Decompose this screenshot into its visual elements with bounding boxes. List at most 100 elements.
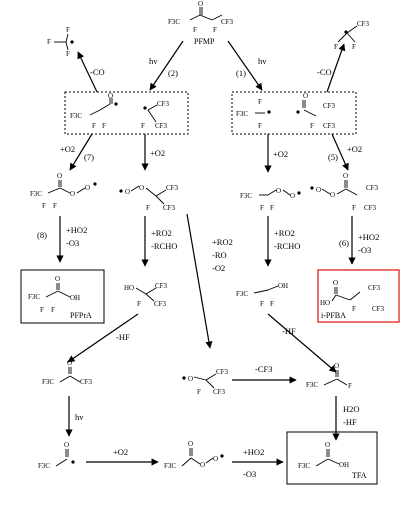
- hv-1-label: hv: [258, 56, 267, 66]
- svg-text:F: F: [334, 43, 338, 51]
- svg-text:CF3: CF3: [357, 20, 370, 28]
- svg-text:F: F: [260, 300, 264, 308]
- arrow-co-right: [326, 43, 346, 93]
- pfpra-molecule: O F3C OH F F PFPrA: [28, 275, 92, 320]
- cf3-radical-right: CF3 F F: [334, 20, 370, 51]
- peroxyacyl-right: O O O CF3 F CF3: [310, 172, 379, 212]
- tfa-molecule: O F3C OH TFA: [298, 441, 367, 480]
- r1-ro2: +RO2: [274, 228, 295, 238]
- svg-text:O: O: [200, 461, 205, 469]
- svg-text:F: F: [193, 26, 197, 34]
- arrow-1: [227, 40, 263, 91]
- svg-text:F: F: [310, 122, 314, 130]
- svg-text:F3C: F3C: [168, 18, 180, 26]
- svg-text:CF3: CF3: [166, 184, 179, 192]
- svg-text:O: O: [213, 455, 218, 463]
- mid2-o2: -O2: [212, 263, 225, 273]
- svg-text:CF3: CF3: [216, 368, 229, 376]
- arrow-hf-left: [67, 313, 139, 363]
- cf3-radical-left: F F F: [47, 26, 74, 58]
- svg-text:O: O: [198, 0, 203, 8]
- svg-text:CF3: CF3: [221, 18, 234, 26]
- pfpra-label: PFPrA: [70, 311, 92, 320]
- svg-text:O: O: [303, 92, 308, 100]
- pfba-molecule: O HO CF3 F CF3 i-PFBA: [320, 279, 385, 320]
- svg-text:F: F: [197, 388, 201, 396]
- svg-text:O: O: [57, 172, 62, 180]
- svg-text:O: O: [325, 441, 330, 449]
- hf-right-label: -HF: [282, 326, 296, 336]
- peroxyacyl-left: O F3C F F O O: [30, 172, 97, 210]
- o3-bottom-label: -O3: [243, 469, 256, 479]
- svg-text:CF3: CF3: [323, 122, 336, 130]
- svg-text:F3C: F3C: [28, 293, 40, 301]
- svg-text:O: O: [343, 172, 348, 180]
- svg-text:F3C: F3C: [236, 290, 248, 298]
- svg-text:CF3: CF3: [80, 378, 93, 386]
- ho2-bottom-label: +HO2: [243, 447, 264, 457]
- step-5-label: (5): [328, 152, 338, 162]
- tfa-box: [286, 431, 378, 485]
- svg-text:O: O: [333, 279, 338, 287]
- peroxy-radical-r1: F3C F F O O: [240, 187, 301, 212]
- o2-bottom-label: +O2: [113, 447, 128, 457]
- svg-text:O: O: [316, 186, 321, 194]
- alcohol-mid: HO CF3 F CF3: [124, 282, 168, 308]
- o2-7-label: +O2: [60, 144, 75, 154]
- step-2-label: (2): [168, 68, 178, 78]
- arrow-mid-ro: [186, 213, 213, 349]
- arrow-5: [331, 133, 349, 171]
- svg-text:F: F: [352, 43, 356, 51]
- svg-text:F: F: [258, 98, 262, 106]
- svg-text:OH: OH: [339, 461, 349, 469]
- acetyl-radical: O F3C: [38, 441, 75, 470]
- svg-text:OH: OH: [278, 282, 288, 290]
- svg-text:CF3: CF3: [368, 284, 381, 292]
- step6-o3: -O3: [358, 245, 371, 255]
- step6-ho2: +HO2: [358, 232, 379, 242]
- svg-text:HO: HO: [320, 299, 330, 307]
- svg-text:O: O: [276, 187, 281, 195]
- svg-text:F3C: F3C: [164, 462, 176, 470]
- arrow-7: [69, 133, 93, 171]
- cf3-loss-label: -CF3: [255, 364, 272, 374]
- acyl-radical-left: F3C O F F: [70, 92, 118, 130]
- hf-h2o-label: -HF: [343, 417, 357, 427]
- svg-text:OH: OH: [70, 294, 80, 302]
- svg-text:O: O: [188, 375, 193, 383]
- svg-text:O: O: [67, 359, 72, 367]
- svg-text:F3C: F3C: [236, 110, 248, 118]
- alkyl-radical-left: CF3 F CF3: [141, 100, 170, 130]
- hv-bottom-label: hv: [75, 412, 84, 422]
- mid2-ro: -RO: [212, 250, 227, 260]
- svg-text:F: F: [141, 122, 145, 130]
- svg-text:CF3: CF3: [372, 305, 385, 313]
- step8-ho2: +HO2: [66, 225, 87, 235]
- pfmp-label: PFMP: [194, 37, 215, 46]
- step-1-label: (1): [236, 68, 246, 78]
- svg-text:O: O: [125, 188, 130, 196]
- step-8-label: (8): [37, 230, 47, 240]
- svg-text:O: O: [85, 184, 90, 192]
- svg-text:CF3: CF3: [157, 100, 170, 108]
- svg-text:F: F: [270, 300, 274, 308]
- svg-text:O: O: [330, 191, 335, 199]
- h2o-label: H2O: [343, 404, 360, 414]
- svg-text:O: O: [139, 184, 144, 192]
- svg-text:F3C: F3C: [38, 462, 50, 470]
- ketone: O F3C CF3: [42, 359, 93, 386]
- co-left-label: -CO: [90, 67, 105, 77]
- pfpra-box: [20, 269, 105, 324]
- mid2-ro2: +RO2: [212, 237, 233, 247]
- acyl-radical-right: O CF3 F CF3: [296, 92, 336, 130]
- svg-text:F3C: F3C: [298, 462, 310, 470]
- hv-2-label: hv: [149, 56, 158, 66]
- hf-left-label: -HF: [116, 332, 130, 342]
- peroxyacetyl-radical: O F3C O O: [164, 440, 224, 470]
- svg-text:O: O: [188, 440, 193, 448]
- svg-text:F: F: [270, 204, 274, 212]
- svg-text:F: F: [213, 26, 217, 34]
- intermediate-box-right: [231, 91, 357, 135]
- svg-text:F: F: [348, 382, 352, 390]
